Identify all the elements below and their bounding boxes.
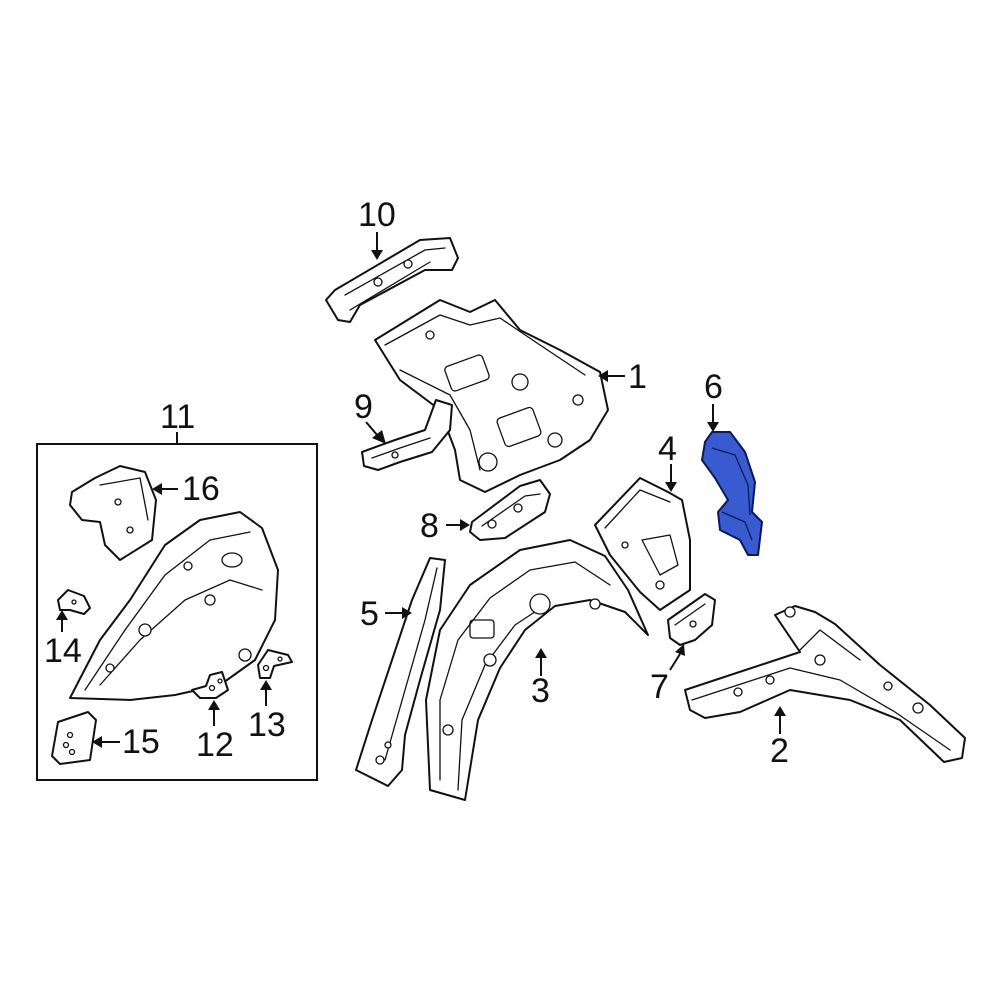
part-rear-side-member[interactable] — [684, 605, 966, 763]
callout-label-6: 6 — [704, 368, 723, 406]
arrow-13 — [260, 680, 272, 690]
arrow-6 — [707, 422, 719, 432]
callout-label-10: 10 — [358, 196, 396, 234]
part-quarter-panel-inner-upper[interactable] — [374, 299, 609, 493]
arrow-14 — [56, 610, 68, 620]
part-lamp-mounting-panel[interactable] — [594, 477, 691, 611]
arrow-2 — [774, 706, 786, 716]
arrow-12 — [208, 700, 220, 710]
callout-label-12: 12 — [196, 726, 234, 764]
callout-label-16: 16 — [182, 470, 220, 508]
part-upper-rail-extension[interactable] — [325, 237, 459, 323]
part-inset-clip[interactable] — [57, 589, 91, 615]
part-support-bracket[interactable] — [667, 593, 716, 646]
part-wheelhouse-outer[interactable] — [425, 539, 649, 801]
callout-label-7: 7 — [650, 668, 669, 706]
callout-label-1: 1 — [628, 358, 647, 396]
arrow-1 — [598, 370, 608, 382]
part-pillar-reinforcement[interactable] — [355, 557, 446, 787]
callout-label-11: 11 — [160, 398, 195, 436]
part-inset-wheelhouse-inner[interactable] — [69, 511, 279, 701]
callout-label-5: 5 — [360, 595, 379, 633]
arrow-8 — [460, 519, 470, 531]
callout-label-14: 14 — [44, 632, 82, 670]
part-inset-lower-plate[interactable] — [51, 711, 97, 765]
arrow-16 — [152, 483, 162, 495]
leader-9 — [365, 421, 379, 437]
leader-7 — [669, 653, 681, 671]
arrow-7 — [675, 644, 685, 656]
callout-label-2: 2 — [770, 732, 789, 770]
arrow-10 — [371, 250, 383, 260]
part-inset-bracket-b[interactable] — [257, 649, 293, 679]
callout-label-4: 4 — [658, 430, 677, 468]
callout-label-9: 9 — [354, 388, 373, 426]
arrow-4 — [665, 482, 677, 492]
callout-label-13: 13 — [248, 706, 286, 744]
part-roof-rail-bracket[interactable] — [361, 399, 453, 471]
arrow-5 — [402, 607, 412, 619]
arrow-9 — [372, 430, 386, 444]
callout-label-3: 3 — [531, 672, 550, 710]
part-inset-bracket-a[interactable] — [191, 671, 229, 699]
arrow-3 — [535, 648, 547, 658]
callout-label-8: 8 — [420, 507, 439, 545]
part-rear-gutter-highlighted[interactable] — [701, 431, 763, 556]
part-inset-upper-panel[interactable] — [69, 465, 157, 561]
callout-label-15: 15 — [122, 723, 160, 761]
part-inner-brace[interactable] — [469, 479, 551, 541]
arrow-15 — [92, 736, 102, 748]
